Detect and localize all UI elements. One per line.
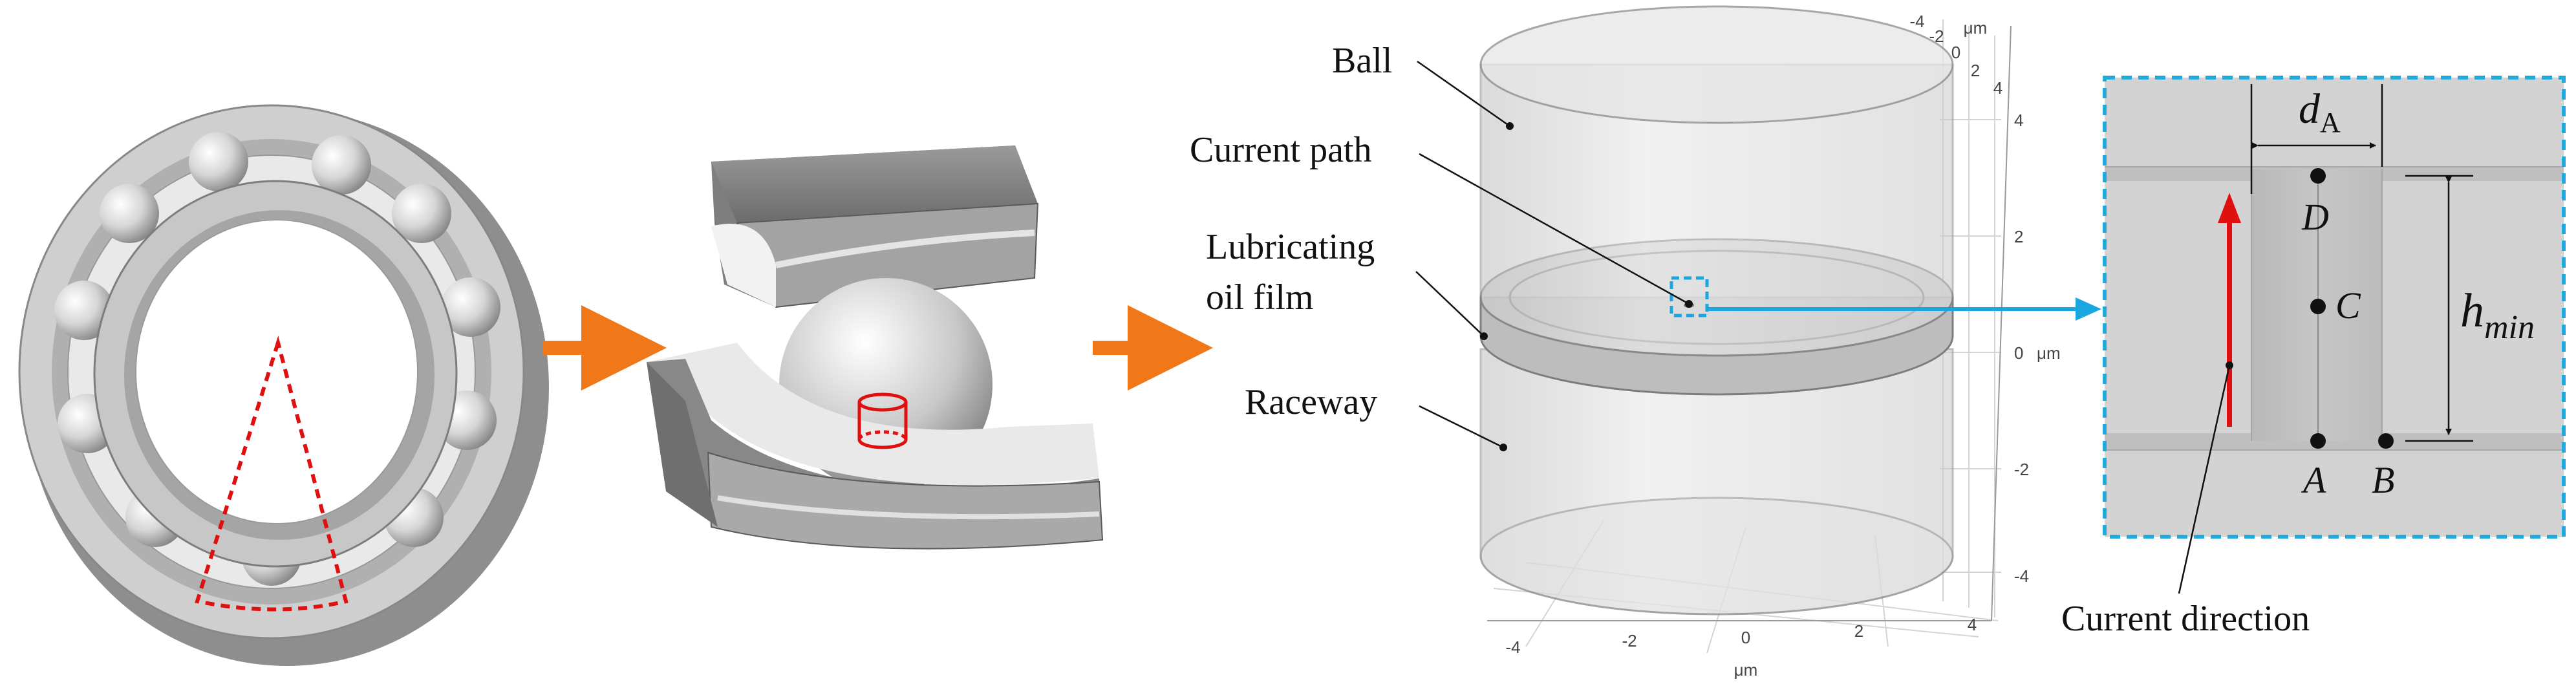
label-ball: Ball <box>1332 41 1392 81</box>
callout-arrowhead <box>2076 297 2101 321</box>
x-tick: -4 <box>1505 638 1520 657</box>
label-current-path: Current path <box>1190 130 1371 170</box>
y-tick: -2 <box>1929 27 1944 46</box>
point-c-label: C <box>2335 284 2361 327</box>
d-dimension-label: dA <box>2299 85 2341 138</box>
leader-raceway <box>1419 405 1504 449</box>
leader-current-path-dot <box>1685 300 1693 308</box>
z-axis-ticks: 4 2 0 -2 -4 μm <box>2014 111 2061 586</box>
bearing-illustration <box>18 104 549 666</box>
y-tick: 4 <box>1993 78 2002 98</box>
z-tick: -2 <box>2014 460 2029 479</box>
z-axis-unit: μm <box>2037 343 2061 363</box>
detail-border <box>2103 76 2566 539</box>
point-d-label: D <box>2301 196 2329 238</box>
leader-ball <box>1417 60 1510 127</box>
y-axis-unit: μm <box>1964 18 1988 38</box>
x-axis-unit: μm <box>1734 660 1758 680</box>
z-tick: 2 <box>2014 227 2023 246</box>
leader-oil-film-dot <box>1480 332 1488 340</box>
label-oil-film: oil film <box>1206 277 1313 317</box>
point-b-label: B <box>2372 459 2394 501</box>
ball-cylinder <box>1479 5 1954 357</box>
point-a-marker <box>2310 433 2326 449</box>
label-raceway: Raceway <box>1245 382 1377 422</box>
section-cone-outline <box>195 336 349 612</box>
leader-raceway-dot <box>1499 444 1507 451</box>
y-tick: -4 <box>1909 12 1924 31</box>
bearing-section-illustration <box>647 145 1104 550</box>
x-tick: 4 <box>1968 615 1977 634</box>
point-d-marker <box>2310 168 2326 184</box>
leader-oil-film <box>1415 271 1485 337</box>
point-c-marker <box>2310 299 2326 314</box>
raceway-cylinder <box>1479 348 1954 616</box>
h-dimension-label: hmin <box>2460 284 2535 346</box>
leader-current-path <box>1419 153 1690 305</box>
point-b-marker <box>2378 433 2394 449</box>
x-tick: 0 <box>1741 628 1750 647</box>
current-path-cylinder-marker <box>857 392 908 449</box>
detail-region-box <box>1669 276 1709 317</box>
leader-current-direction <box>2178 365 2231 594</box>
z-tick: 0 <box>2014 343 2023 363</box>
z-tick: 4 <box>2014 111 2023 130</box>
x-tick: -2 <box>1622 631 1637 650</box>
y-tick: 2 <box>1971 61 1980 80</box>
current-direction-arrowhead <box>2218 193 2241 223</box>
x-axis-ticks: -4 -2 0 2 4 μm <box>1505 615 1977 680</box>
y-tick: 0 <box>1951 43 1960 62</box>
label-lubricating: Lubricating <box>1206 227 1375 267</box>
label-current-direction: Current direction <box>2061 599 2310 639</box>
model-3d-plot: -4 -2 0 2 4 μm -4 -2 0 2 4 μm 4 2 0 -2 -… <box>1479 5 2061 680</box>
detail-view: dA hmin D C A B <box>2103 76 2566 594</box>
point-a-label: A <box>2301 459 2326 501</box>
leader-ball-dot <box>1506 122 1514 130</box>
x-tick: 2 <box>1854 621 1863 641</box>
y-axis-ticks: -4 -2 0 2 4 μm <box>1909 12 2002 98</box>
model-labels: Ball Current path Lubricating oil film R… <box>1190 41 1693 451</box>
z-tick: -4 <box>2014 566 2029 586</box>
